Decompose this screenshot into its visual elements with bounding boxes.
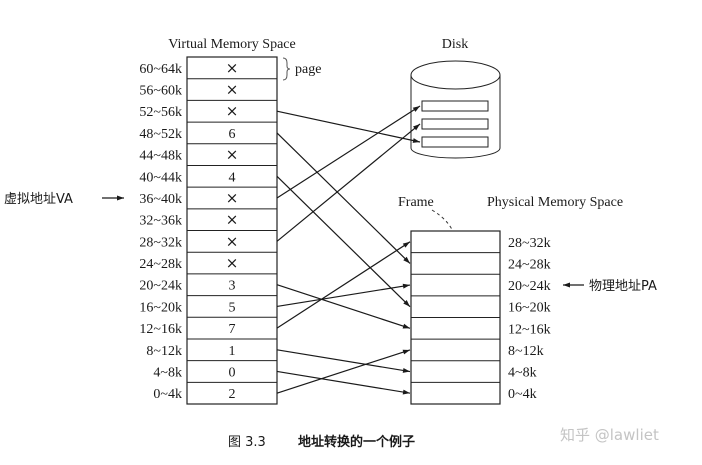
va-label: 虚拟地址VA — [4, 192, 73, 207]
vm-row-frame-number: 5 — [229, 300, 236, 315]
mapping-arrow-to-frame — [276, 349, 411, 373]
vm-row-frame-number: 2 — [229, 387, 236, 402]
mapping-arrow-to-disk — [276, 110, 421, 143]
disk-title: Disk — [442, 37, 468, 52]
vm-row-frame-number: 3 — [229, 279, 236, 294]
mapping-arrow-to-frame — [276, 283, 411, 307]
vm-row-range: 20~24k — [139, 279, 182, 294]
vm-row-range: 60~64k — [139, 62, 182, 77]
vm-row-unmapped-mark: × — [226, 232, 239, 250]
vm-row-range: 44~48k — [139, 149, 182, 164]
vm-row-range: 16~20k — [139, 300, 182, 315]
vm-row-range: 56~60k — [139, 84, 182, 99]
vm-row-range: 40~44k — [139, 170, 182, 185]
vm-row-frame-number: 1 — [229, 344, 236, 359]
vm-row-frame-number: 6 — [229, 127, 236, 142]
vm-row-range: 36~40k — [139, 192, 182, 207]
vm-row-range: 4~8k — [153, 365, 182, 380]
vm-row-range: 0~4k — [153, 387, 182, 402]
mapping-arrow-to-frame — [276, 370, 411, 395]
pm-row-range: 4~8k — [508, 366, 537, 381]
vm-row-range: 48~52k — [139, 127, 182, 142]
vm-row-range: 52~56k — [139, 105, 182, 120]
vm-row-frame-number: 7 — [229, 322, 236, 337]
virtual-memory-table: 60~64k × 56~60k × 52~56k × 48~52k 6 44~48k × 40~44… — [139, 56, 278, 405]
pm-row-range: 16~20k — [508, 301, 551, 316]
vm-row-range: 8~12k — [146, 344, 182, 359]
figure-caption: 地址转换的一个例子 — [298, 434, 415, 450]
disk-slot — [421, 118, 489, 130]
vm-row-unmapped-mark: × — [226, 211, 239, 229]
vm-row-frame-number: 4 — [229, 170, 236, 185]
vm-row-unmapped-mark: × — [226, 59, 239, 77]
pm-row-range: 0~4k — [508, 387, 537, 402]
vm-row-frame-number: 0 — [229, 365, 236, 380]
mapping-arrow-to-disk — [276, 123, 421, 242]
disk-slots — [421, 100, 489, 148]
mapping-arrow-to-frame — [276, 132, 411, 264]
pm-row-range: 8~12k — [508, 344, 544, 359]
vm-row-unmapped-mark: × — [226, 102, 239, 120]
frame-label: Frame — [398, 195, 434, 210]
mapping-arrow-to-frame — [276, 349, 411, 394]
vm-row-unmapped-mark: × — [226, 81, 239, 99]
vm-row-unmapped-mark: × — [226, 254, 239, 272]
physical-memory-table: 28~32k 24~28k 20~24k 16~20k 12~16k 8~12k 4~8k 0… — [410, 230, 551, 405]
page-brace — [282, 57, 291, 81]
mapping-arrow-to-frame — [276, 241, 411, 329]
vm-row-range: 28~32k — [139, 235, 182, 250]
pm-row-range: 28~32k — [508, 236, 551, 251]
mapping-arrow-to-frame — [276, 175, 411, 308]
mapping-arrows — [276, 105, 421, 395]
figure-number: 图 3.3 — [228, 435, 266, 450]
pm-row-range: 24~28k — [508, 257, 551, 272]
mapping-arrow-to-frame — [276, 284, 411, 329]
virtual-memory-title: Virtual Memory Space — [168, 37, 295, 52]
vm-row-unmapped-mark: × — [226, 146, 239, 164]
watermark: 知乎 @lawliet — [560, 426, 659, 444]
disk-slot — [421, 136, 489, 148]
page-label: page — [295, 62, 321, 77]
vm-row-range: 12~16k — [139, 322, 182, 337]
pa-label: 物理地址PA — [589, 279, 657, 294]
physical-memory-title: Physical Memory Space — [487, 195, 623, 210]
pm-row-range: 12~16k — [508, 322, 551, 337]
pm-row-range: 20~24k — [508, 279, 551, 294]
mapping-arrow-to-disk — [276, 105, 421, 199]
vm-row-unmapped-mark: × — [226, 189, 239, 207]
vm-row-range: 32~36k — [139, 214, 182, 229]
disk-slot — [421, 100, 489, 112]
vm-row-range: 24~28k — [139, 257, 182, 272]
